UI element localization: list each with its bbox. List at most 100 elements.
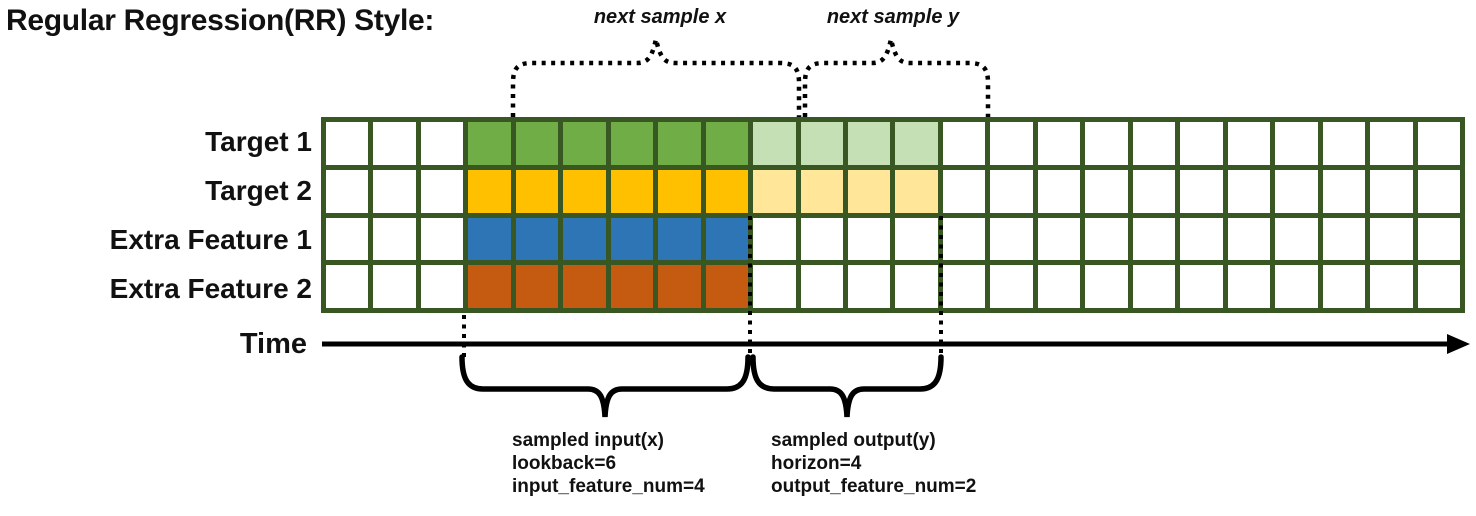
grid-cell	[1037, 217, 1081, 261]
grid-cell	[848, 122, 891, 165]
sampled-input-brace	[459, 354, 751, 418]
grid-cell	[1037, 265, 1081, 308]
grid-cell	[1132, 169, 1176, 213]
sampled-input-caption: sampled input(x) lookback=6 input_featur…	[512, 429, 705, 498]
grid-cell	[1227, 265, 1271, 308]
grid-cell	[753, 265, 796, 308]
grid-cell	[610, 265, 654, 308]
caption-line: horizon=4	[771, 453, 862, 474]
grid-cell	[515, 122, 559, 165]
grid-cell	[1180, 217, 1223, 261]
grid-cell	[1227, 169, 1271, 213]
grid-cell	[800, 217, 844, 261]
grid-cell	[658, 217, 701, 261]
grid-cell	[326, 122, 369, 165]
next-sample-x-label: next sample x	[593, 6, 727, 28]
grid-cell	[1132, 122, 1176, 165]
grid-cell	[373, 265, 416, 308]
grid-cell	[468, 169, 511, 213]
caption-line: sampled output(y)	[771, 430, 936, 451]
grid-cell	[705, 122, 749, 165]
grid-cell	[753, 122, 796, 165]
grid-cell	[1417, 217, 1460, 261]
grid-cell	[658, 122, 701, 165]
grid-cell	[420, 217, 464, 261]
grid-cell	[942, 265, 986, 308]
sample-grid	[321, 117, 1465, 313]
grid-cell	[658, 169, 701, 213]
grid-cell	[1370, 169, 1413, 213]
grid-cell	[1180, 122, 1223, 165]
grid-cell	[1370, 217, 1413, 261]
row-label-target-2: Target 2	[205, 175, 312, 206]
grid-cell	[705, 265, 749, 308]
grid-cell	[942, 122, 986, 165]
grid-cell	[848, 265, 891, 308]
next-sample-x-brace	[510, 38, 802, 117]
caption-line: output_feature_num=2	[771, 476, 977, 497]
diagram-title: Regular Regression(RR) Style:	[6, 4, 435, 37]
caption-line: sampled input(x)	[512, 430, 665, 451]
grid-cell	[1322, 265, 1366, 308]
grid-cell	[420, 169, 464, 213]
sampled-output-caption: sampled output(y) horizon=4 output_featu…	[771, 429, 976, 498]
grid-cell	[610, 169, 654, 213]
grid-cell	[1370, 122, 1413, 165]
grid-cell	[990, 265, 1033, 308]
grid-cell	[563, 217, 606, 261]
grid-cell	[753, 217, 796, 261]
grid-cell	[1132, 217, 1176, 261]
grid-cell	[1417, 265, 1460, 308]
grid-cell	[610, 122, 654, 165]
grid-cell	[990, 122, 1033, 165]
grid-cell	[515, 169, 559, 213]
grid-cell	[468, 217, 511, 261]
grid-cell	[1085, 169, 1128, 213]
grid-cell	[420, 265, 464, 308]
grid-cell	[563, 122, 606, 165]
grid-cell	[895, 217, 938, 261]
grid-cell	[468, 265, 511, 308]
grid-cell	[373, 122, 416, 165]
grid-cell	[705, 169, 749, 213]
grid-cell	[990, 217, 1033, 261]
grid-cell	[990, 169, 1033, 213]
time-axis-arrowhead	[1447, 334, 1470, 354]
grid-cell	[515, 217, 559, 261]
grid-cell	[705, 217, 749, 261]
grid-cell	[1370, 265, 1413, 308]
grid-cell	[373, 169, 416, 213]
grid-cell	[895, 169, 938, 213]
grid-cell	[1037, 169, 1081, 213]
grid-cell	[895, 122, 938, 165]
grid-cell	[1227, 217, 1271, 261]
caption-line: input_feature_num=4	[512, 476, 705, 497]
row-label-target-1: Target 1	[205, 126, 312, 157]
grid-cell	[326, 217, 369, 261]
grid-cell	[848, 169, 891, 213]
grid-cell	[1227, 122, 1271, 165]
grid-cell	[1322, 169, 1366, 213]
grid-cell	[1132, 265, 1176, 308]
grid-cell	[800, 265, 844, 308]
grid-cell	[326, 265, 369, 308]
grid-cell	[753, 169, 796, 213]
grid-cell	[1085, 217, 1128, 261]
grid-cell	[563, 265, 606, 308]
next-sample-y-brace	[802, 38, 991, 117]
sampled-output-brace	[750, 354, 944, 418]
grid-cell	[373, 217, 416, 261]
grid-cell	[515, 265, 559, 308]
grid-cell	[1085, 265, 1128, 308]
grid-cell	[1322, 217, 1366, 261]
grid-cell	[1037, 122, 1081, 165]
grid-cell	[895, 265, 938, 308]
caption-line: lookback=6	[512, 453, 617, 474]
grid-cell	[800, 169, 844, 213]
grid-cell	[1275, 217, 1318, 261]
grid-cell	[1322, 122, 1366, 165]
grid-cell	[942, 217, 986, 261]
time-axis-label: Time	[239, 328, 307, 360]
grid-cell	[800, 122, 844, 165]
grid-cell	[942, 169, 986, 213]
